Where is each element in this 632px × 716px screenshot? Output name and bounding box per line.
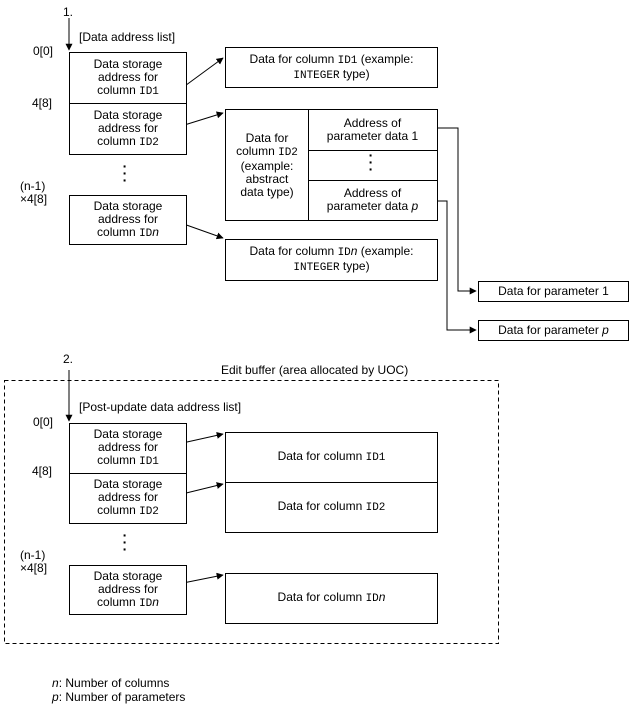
cell-text-column: column: [97, 133, 140, 148]
offset-0-label: 0[0]: [33, 415, 54, 429]
cell-text-column: column: [97, 503, 140, 517]
abstract-line-4: abstract: [245, 171, 289, 186]
abstract-line-5: data type): [240, 184, 294, 199]
param-ellipsis-cell: ···: [308, 147, 437, 181]
abstract-line-1: Data for: [245, 130, 289, 145]
offset-n-label-b: ×4[8]: [20, 561, 48, 575]
cell-text-line2: address for: [97, 69, 159, 84]
offset-1-label: 4[8]: [32, 464, 53, 478]
cell-text-column: column: [97, 82, 140, 97]
address-cell-id1: Data storage address for column ID1: [69, 52, 187, 104]
section-1-number: 1.: [63, 5, 74, 19]
column-idn-prefix: ID: [337, 247, 351, 259]
cell-text-line1: Data storage: [93, 198, 163, 213]
legend-p-var: p: [52, 690, 59, 704]
offset-1-label: 4[8]: [32, 96, 53, 110]
example-text: (example:: [357, 51, 414, 66]
column-id2: ID2: [139, 506, 159, 518]
legend-n: n: Number of columns: [52, 677, 169, 690]
offset-n-label-a: (n-1): [20, 548, 46, 562]
legend-p: p: Number of parameters: [52, 691, 185, 704]
type-text: type): [339, 259, 370, 273]
cell-text-line2: address for: [97, 490, 159, 504]
cell-text-line1: Data storage: [93, 568, 163, 583]
column-idn-prefix: ID: [139, 597, 153, 610]
column-idn-var: n: [152, 224, 159, 239]
param1-line-a: Address of: [343, 116, 402, 130]
cell-text-line1: Data storage: [93, 477, 163, 491]
column-id1: ID1: [139, 456, 159, 468]
paramp-line-b: parameter data: [326, 199, 412, 213]
ellipsis-dots: ···: [368, 147, 374, 177]
cell-text-line2: address for: [97, 211, 159, 226]
legend-n-text: : Number of columns: [58, 676, 170, 690]
data-col-text: Data for column: [249, 51, 338, 66]
offset-0-label: 0[0]: [33, 44, 54, 58]
data-paramp-box: Data for parameter p: [478, 320, 629, 341]
column-id2: ID2: [365, 502, 386, 514]
abstract-data-label: Data for column ID2 (example: abstract d…: [226, 110, 309, 220]
data-col-text: Data for column: [277, 499, 366, 513]
column-id1: ID1: [139, 85, 159, 98]
abstract-data-box: Data for column ID2 (example: abstract d…: [225, 109, 438, 221]
paramp-address-cell: Address of parameter data p: [308, 180, 437, 220]
column-idn-prefix: ID: [139, 227, 153, 240]
cell-text-column: column: [97, 224, 140, 239]
offset-n-label-a: (n-1): [20, 179, 46, 193]
cell-text-line1: Data storage: [93, 427, 163, 441]
data-param1-box: Data for parameter 1: [478, 281, 629, 302]
data-paramp-text: Data for parameter: [498, 323, 603, 337]
cell-text-column: column: [97, 594, 140, 609]
integer-type: INTEGER: [293, 262, 340, 274]
integer-type: INTEGER: [293, 69, 340, 82]
ellipsis-dots: ···: [122, 527, 128, 557]
post-address-cell-id2: Data storage address for column ID2: [69, 473, 187, 524]
data-paramp-var: p: [602, 323, 609, 337]
post-address-cell-idn: Data storage address for column IDn: [69, 565, 187, 615]
paramp-line-a: Address of: [343, 186, 402, 200]
cell-text-line1: Data storage: [93, 56, 163, 71]
data-column-idn-box: Data for column IDn (example: INTEGER ty…: [225, 239, 438, 281]
column-id1: ID1: [337, 54, 358, 67]
data-col-text: Data for column: [277, 590, 366, 604]
post-address-cell-id1: Data storage address for column ID1: [69, 423, 187, 474]
section-2-number: 2.: [63, 352, 74, 366]
post-data-column-idn: Data for column IDn: [225, 573, 438, 624]
column-idn-var: n: [378, 590, 386, 604]
column-idn-prefix: ID: [365, 593, 379, 605]
legend-p-text: : Number of parameters: [58, 690, 186, 704]
column-idn-var: n: [350, 244, 358, 258]
data-col-text: Data for column: [277, 449, 366, 463]
data-column-id1-box: Data for column ID1 (example: INTEGER ty…: [225, 47, 438, 88]
post-update-list-title: [Post-update data address list]: [79, 400, 242, 414]
cell-text-line2: address for: [97, 440, 159, 454]
column-idn-var: n: [152, 594, 159, 609]
data-col-text: Data for column: [249, 244, 338, 258]
ellipsis-dots: ···: [122, 158, 128, 188]
example-text: (example:: [357, 244, 414, 258]
param1-line-b: parameter data 1: [326, 129, 419, 143]
cell-text-line1: Data storage: [93, 107, 163, 122]
column-id1: ID1: [365, 452, 386, 464]
edit-buffer-title: Edit buffer (area allocated by UOC): [221, 363, 409, 377]
address-cell-idn: Data storage address for column IDn: [69, 195, 187, 245]
cell-text-column: column: [97, 453, 140, 467]
cell-text-line2: address for: [97, 120, 159, 135]
post-data-column-id1: Data for column ID1: [225, 432, 438, 483]
cell-text-line2: address for: [97, 581, 159, 596]
post-data-column-id2: Data for column ID2: [225, 482, 438, 533]
paramp-var: p: [411, 199, 419, 213]
abstract-line-2: column: [236, 143, 279, 158]
data-param1-text: Data for parameter 1: [498, 284, 609, 298]
address-cell-id2: Data storage address for column ID2: [69, 103, 187, 155]
type-text: type): [339, 66, 370, 81]
column-id2: ID2: [278, 146, 298, 159]
abstract-line-3: (example:: [240, 158, 294, 173]
param1-address-cell: Address of parameter data 1: [308, 110, 437, 151]
legend-n-var: n: [52, 676, 59, 690]
data-address-list-title: [Data address list]: [79, 30, 176, 44]
offset-n-label-b: ×4[8]: [20, 192, 48, 206]
column-id2: ID2: [139, 136, 159, 149]
